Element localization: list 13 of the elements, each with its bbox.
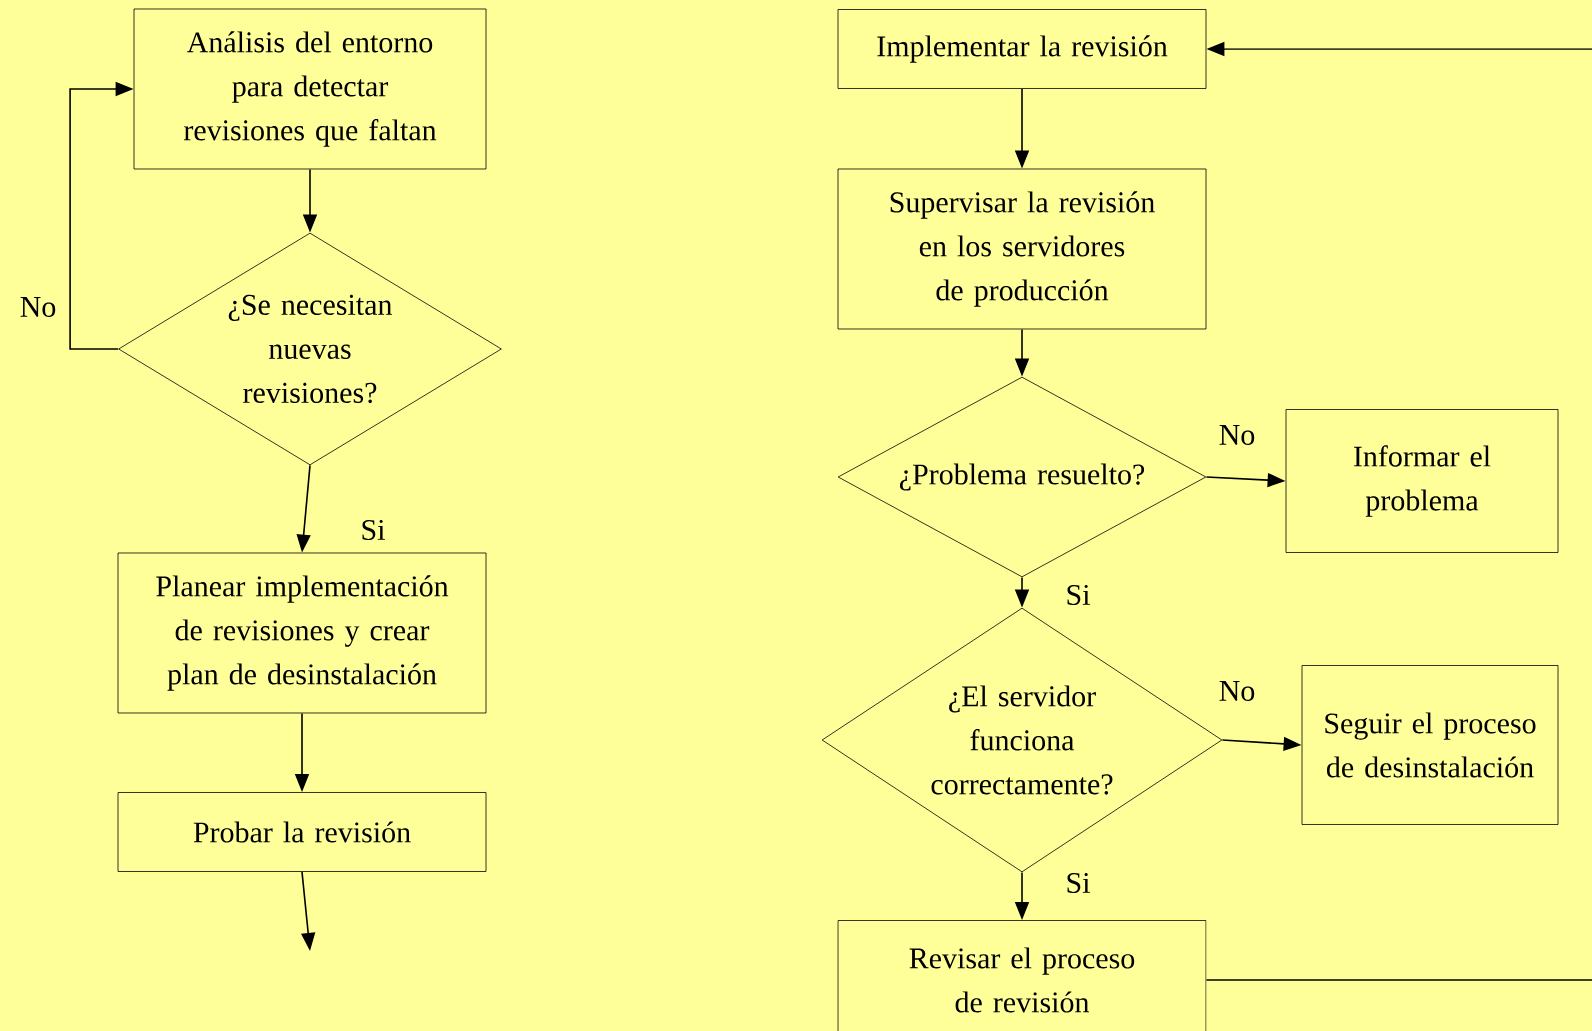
edge-label: Si [358,517,388,543]
process-box: Informar el problema [1285,409,1559,553]
edge-label: Si [1063,870,1093,896]
process-box: Planear implementación de revisiones y crear plan de desinstalación [117,552,487,714]
process-box: Análisis del entorno para detectar revisiones que faltan [133,8,487,170]
process-box: Implementar la revisión [837,9,1207,89]
process-box: Probar la revisión [117,792,487,872]
edge-label: Si [1063,582,1093,608]
process-box: Revisar el proceso de revisión [837,920,1207,1031]
edge-label: No [17,295,59,319]
edge-label: No [1216,423,1258,447]
process-box: Supervisar la revisión en los servidores de producción [837,168,1207,330]
process-box: Seguir el proceso de desinstalación [1301,665,1559,825]
